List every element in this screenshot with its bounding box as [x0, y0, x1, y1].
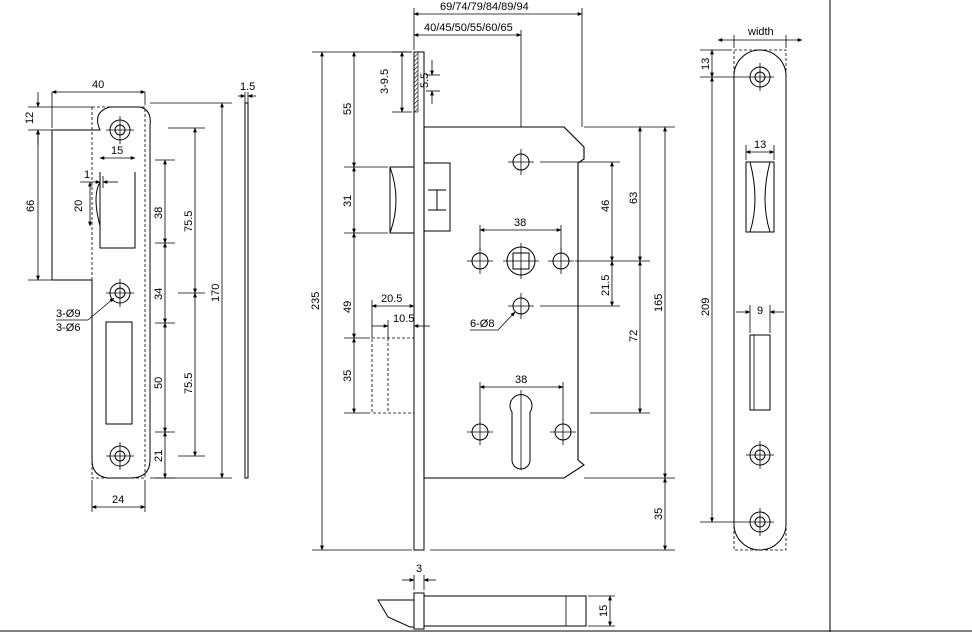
dim-lock-backset-range: 69/74/79/84/89/94 — [440, 1, 529, 13]
dim-lock-49: 49 — [342, 301, 354, 313]
dim-lock-46: 46 — [600, 200, 612, 212]
dim-faceplate-total-height: 209 — [700, 298, 712, 316]
label-lock-holes: 6-Ø8 — [470, 318, 494, 330]
faceplate-outline — [733, 49, 787, 551]
strike-plate-view: 40 12 66 1.5 15 1 20 38 34 50 — [24, 79, 256, 512]
dim-faceplate-width: width — [747, 26, 774, 38]
faceplate-hole-bottom — [746, 508, 774, 536]
strike-slot-curve — [95, 181, 101, 227]
lock-cylinder-cutout — [509, 394, 533, 470]
dim-lock-72: 72 — [628, 330, 640, 342]
dim-lock-31: 31 — [342, 195, 354, 207]
bottom-case — [423, 595, 587, 627]
lock-hole-top — [508, 149, 534, 175]
faceplate-hole-middle — [746, 441, 774, 469]
lock-bottom-view: 3 15 — [377, 563, 615, 630]
faceplate-view: width 13 209 13 9 — [700, 26, 803, 551]
label-strike-holes-small: 3-Ø6 — [56, 322, 80, 334]
dim-strike-thickness: 1.5 — [240, 81, 255, 93]
faceplate-envelope — [733, 49, 787, 551]
dim-strike-slot-height: 20 — [73, 200, 85, 212]
dim-bottom-3: 3 — [416, 563, 422, 575]
dim-strike-slot-offset: 1 — [84, 169, 90, 181]
dim-strike-21: 21 — [153, 450, 165, 462]
lock-spindle-hub — [503, 243, 539, 279]
lock-hole-cyl-right — [550, 419, 576, 445]
lock-faceplate-strip — [413, 51, 425, 551]
dim-lock-faceplate-range: 40/45/50/55/60/65 — [424, 22, 513, 34]
strike-plate-envelope — [91, 106, 146, 479]
dim-lock-165: 165 — [653, 294, 665, 312]
strike-side-view — [244, 102, 249, 479]
strike-bolt-slot — [105, 321, 133, 425]
strike-hole-bottom — [106, 442, 134, 470]
lock-hole-cyl-left — [467, 419, 493, 445]
dim-strike-75-5-lower: 75.5 — [183, 373, 195, 394]
dim-lock-total-height: 235 — [310, 292, 322, 310]
lock-faceplate-hatch — [413, 51, 419, 113]
faceplate-hole-top — [746, 63, 774, 91]
dim-lock-35-right: 35 — [653, 508, 665, 520]
dim-strike-top-offset: 12 — [24, 112, 36, 124]
lock-latch — [389, 166, 414, 234]
dim-strike-75-5-upper: 75.5 — [183, 211, 195, 232]
dim-lock-63: 63 — [628, 192, 640, 204]
bottom-latch — [377, 599, 414, 628]
lock-hole-spindle-left — [467, 248, 493, 274]
dim-lock-spindle-spacing: 38 — [514, 217, 526, 229]
dim-bottom-15: 15 — [598, 605, 610, 617]
lock-hole-spindle-right — [548, 248, 574, 274]
dim-faceplate-bolt-width: 9 — [757, 305, 763, 317]
faceplate-bolt-slot — [749, 334, 771, 411]
dim-strike-50: 50 — [153, 377, 165, 389]
label-strike-holes-large: 3-Ø9 — [56, 308, 80, 320]
dim-lock-latch-offset: 10.5 — [393, 313, 414, 325]
dim-lock-cylinder-spacing: 38 — [515, 374, 527, 386]
dim-lock-35-left: 35 — [342, 370, 354, 382]
strike-slot — [99, 172, 136, 249]
dim-faceplate-latch-width: 13 — [754, 139, 766, 151]
dim-lock-3-9-5: 3-9.5 — [379, 69, 391, 94]
lock-case — [423, 126, 585, 479]
dim-faceplate-top-offset: 13 — [700, 58, 712, 70]
dim-strike-total-height: 170 — [210, 284, 222, 302]
lock-latch-spring — [428, 189, 446, 211]
lock-body-view: 69/74/79/84/89/94 40/45/50/55/60/65 3-9.… — [310, 1, 675, 551]
dim-strike-34: 34 — [153, 288, 165, 300]
dim-strike-66: 66 — [25, 200, 37, 212]
lock-bolt — [371, 337, 415, 414]
dim-lock-5-5: 5.5 — [419, 73, 431, 88]
strike-hole-top — [106, 116, 134, 144]
bottom-faceplate — [413, 592, 425, 630]
lock-hole-middle — [508, 293, 534, 319]
dim-lock-21-5: 21.5 — [600, 275, 612, 296]
dim-lock-latch-projection: 20.5 — [381, 293, 402, 305]
dim-strike-bottom-width: 24 — [112, 494, 124, 506]
strike-plate-outline — [51, 106, 151, 479]
dim-strike-slot-width: 15 — [111, 145, 123, 157]
dim-strike-38: 38 — [153, 207, 165, 219]
dim-strike-width: 40 — [92, 79, 104, 91]
dim-lock-55: 55 — [342, 103, 354, 115]
lock-latch-housing — [423, 162, 451, 232]
strike-hole-middle — [106, 279, 134, 307]
faceplate-latch-slot — [745, 161, 775, 233]
